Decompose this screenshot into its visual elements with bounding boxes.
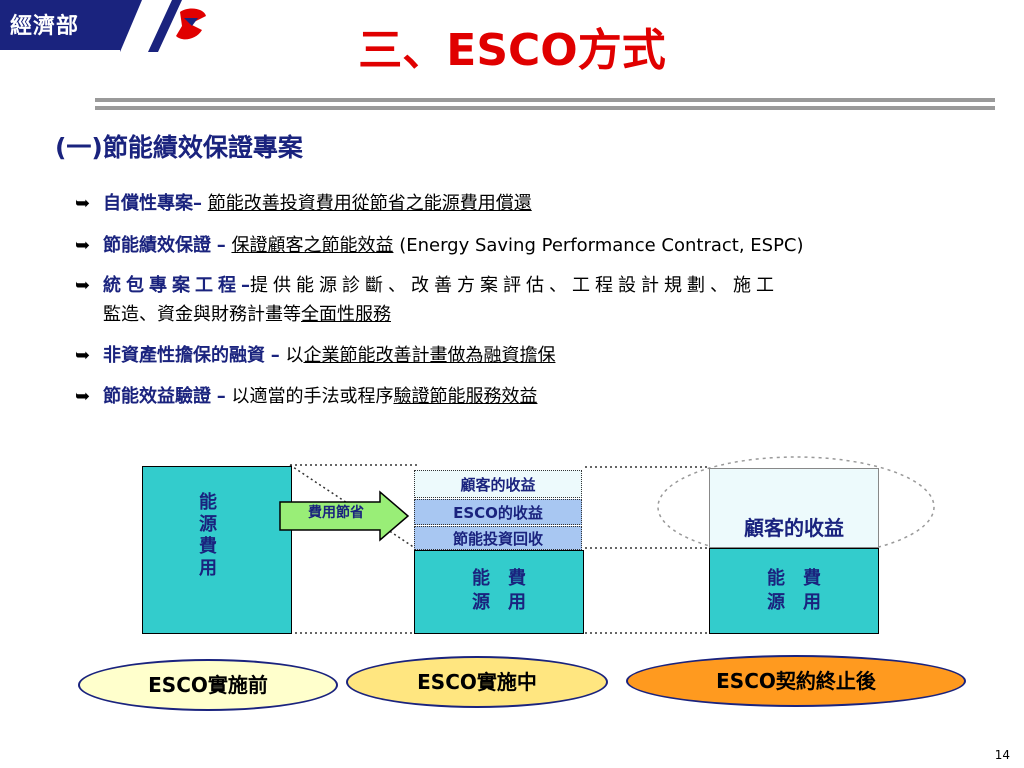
- bullet-item: ➥ 節能績效保證 – 保證顧客之節能效益 (Energy Saving Perfo…: [75, 233, 995, 259]
- cost-saving-arrow: [279, 490, 410, 542]
- bullet-item: ➥ 節能效益驗證 – 以適當的手法或程序驗證節能服務效益: [75, 384, 995, 410]
- bullet-description: 驗證節能服務效益: [393, 386, 538, 407]
- bullet-dash: –: [216, 235, 226, 256]
- bullet-extra: (Energy Saving Performance Contract, ESP…: [393, 235, 804, 256]
- bullet-term: 非資產性擔保的融資: [103, 345, 265, 366]
- bullet-term: 節能效益驗證: [103, 386, 211, 407]
- phase-during-pill: ESCO實施中: [346, 656, 608, 708]
- energy-cost-label-during-line1: 能 費: [472, 568, 526, 589]
- energy-cost-bar-before: [142, 466, 292, 634]
- bullet-dash: –: [216, 386, 226, 407]
- after-customer-box: [709, 468, 879, 548]
- phase-after-pill: ESCO契約終止後: [626, 655, 966, 707]
- ministry-logo-text: 經濟部: [10, 14, 80, 39]
- stack-esco-benefit: ESCO的收益: [414, 499, 582, 525]
- curved-arrow-icon: ➥: [75, 345, 91, 366]
- logo-box: [0, 0, 120, 50]
- bullet-prefix: 以: [285, 345, 304, 366]
- curved-arrow-icon: ➥: [75, 193, 91, 214]
- energy-cost-bar-during: [414, 550, 584, 634]
- bullet-item: ➥ 自償性專案– 節能改善投資費用從節省之能源費用償還: [75, 191, 995, 217]
- energy-cost-label-before: 能源費用: [199, 492, 217, 579]
- phase-before-pill: ESCO實施前: [78, 659, 338, 711]
- after-customer-label: 顧客的收益: [744, 516, 844, 540]
- bullet-description: 保證顧客之節能效益: [231, 235, 394, 256]
- energy-cost-label-after-line2: 源 用: [767, 592, 821, 613]
- bullet-description: 節能改善投資費用從節省之能源費用償還: [207, 193, 532, 214]
- section-subtitle: (一)節能績效保證專案: [55, 133, 303, 162]
- bullet-item: ➥ 統包專案工程–提供能源診斷、改善方案評估、工程設計規劃、施工: [75, 273, 995, 299]
- title-rule-top: [95, 98, 995, 102]
- bullet-continuation: 監造、資金與財務計畫等全面性服務: [75, 302, 995, 328]
- energy-cost-bar-after: [709, 548, 879, 634]
- bullet-description: 企業節能改善計畫做為融資擔保: [303, 345, 556, 366]
- stack-investment-recovery: 節能投資回收: [414, 526, 582, 550]
- bullet-item: ➥ 非資產性擔保的融資 – 以企業節能改善計畫做為融資擔保: [75, 343, 995, 369]
- stack-customer-benefit: 顧客的收益: [414, 470, 582, 498]
- page-number: 14: [994, 748, 1010, 762]
- bullet-term: 自償性專案: [103, 193, 193, 214]
- bullet-dash: –: [193, 193, 202, 214]
- bullet-dash: –: [270, 345, 280, 366]
- bullet-term: 節能績效保證: [103, 235, 211, 256]
- title-rule-bottom: [95, 106, 995, 110]
- page-title: 三、ESCO方式: [358, 25, 666, 76]
- energy-cost-label-during-line2: 源 用: [472, 592, 526, 613]
- bullet-term: 統包專案工程: [103, 275, 241, 296]
- bullet-description-line1: 提供能源診斷、改善方案評估、工程設計規劃、施工: [250, 275, 779, 296]
- bullet-description-underline: 全面性服務: [301, 304, 391, 325]
- ministry-emblem-icon: [120, 0, 206, 52]
- curved-arrow-icon: ➥: [75, 386, 91, 407]
- cost-saving-label: 費用節省: [308, 505, 364, 521]
- bullet-prefix: 以適當的手法或程序: [225, 386, 394, 407]
- curved-arrow-icon: ➥: [75, 235, 91, 256]
- bullet-description-line2: 監造、資金與財務計畫等: [103, 304, 301, 325]
- bullet-dash: –: [241, 275, 250, 296]
- curved-arrow-icon: ➥: [75, 275, 91, 296]
- energy-cost-label-after-line1: 能 費: [767, 568, 821, 589]
